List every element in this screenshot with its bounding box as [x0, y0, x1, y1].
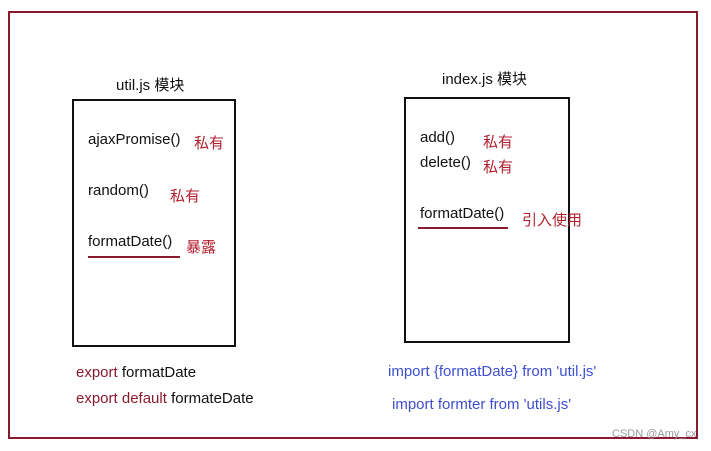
util-tag-formatdate: 暴露	[186, 239, 217, 256]
util-module-box	[72, 99, 236, 347]
export-line-named: export formatDate	[76, 364, 196, 381]
index-tag-formatdate: 引入使用	[522, 212, 583, 229]
export-keyword: export	[76, 364, 118, 381]
index-tag-delete: 私有	[483, 159, 514, 176]
export-line-default: export default formateDate	[76, 390, 254, 407]
watermark: CSDN @Amy_cx	[612, 428, 697, 440]
import-line-default: import formter from 'utils.js'	[392, 396, 572, 413]
index-item-add: add()	[420, 129, 456, 146]
util-item-formatdate: formatDate()	[88, 233, 173, 250]
import-line-named: import {formatDate} from 'util.js'	[388, 363, 597, 380]
util-item-random: random()	[88, 182, 149, 199]
index-tag-add: 私有	[483, 134, 514, 151]
index-item-delete: delete()	[420, 154, 471, 171]
export-default-keyword: export default	[76, 390, 167, 407]
export-identifier: formatDate	[121, 364, 197, 381]
util-item-ajaxpromise: ajaxPromise()	[88, 131, 181, 148]
util-tag-ajaxpromise: 私有	[194, 135, 225, 152]
util-tag-random: 私有	[170, 188, 201, 205]
util-module-title: util.js 模块	[116, 77, 185, 94]
export-default-identifier: formateDate	[171, 390, 254, 407]
index-item-formatdate: formatDate()	[420, 205, 505, 222]
index-module-box	[404, 97, 570, 343]
util-formatdate-underline	[88, 256, 180, 258]
index-formatdate-underline	[418, 227, 508, 229]
diagram-frame	[8, 11, 698, 439]
index-module-title: index.js 模块	[442, 71, 528, 88]
